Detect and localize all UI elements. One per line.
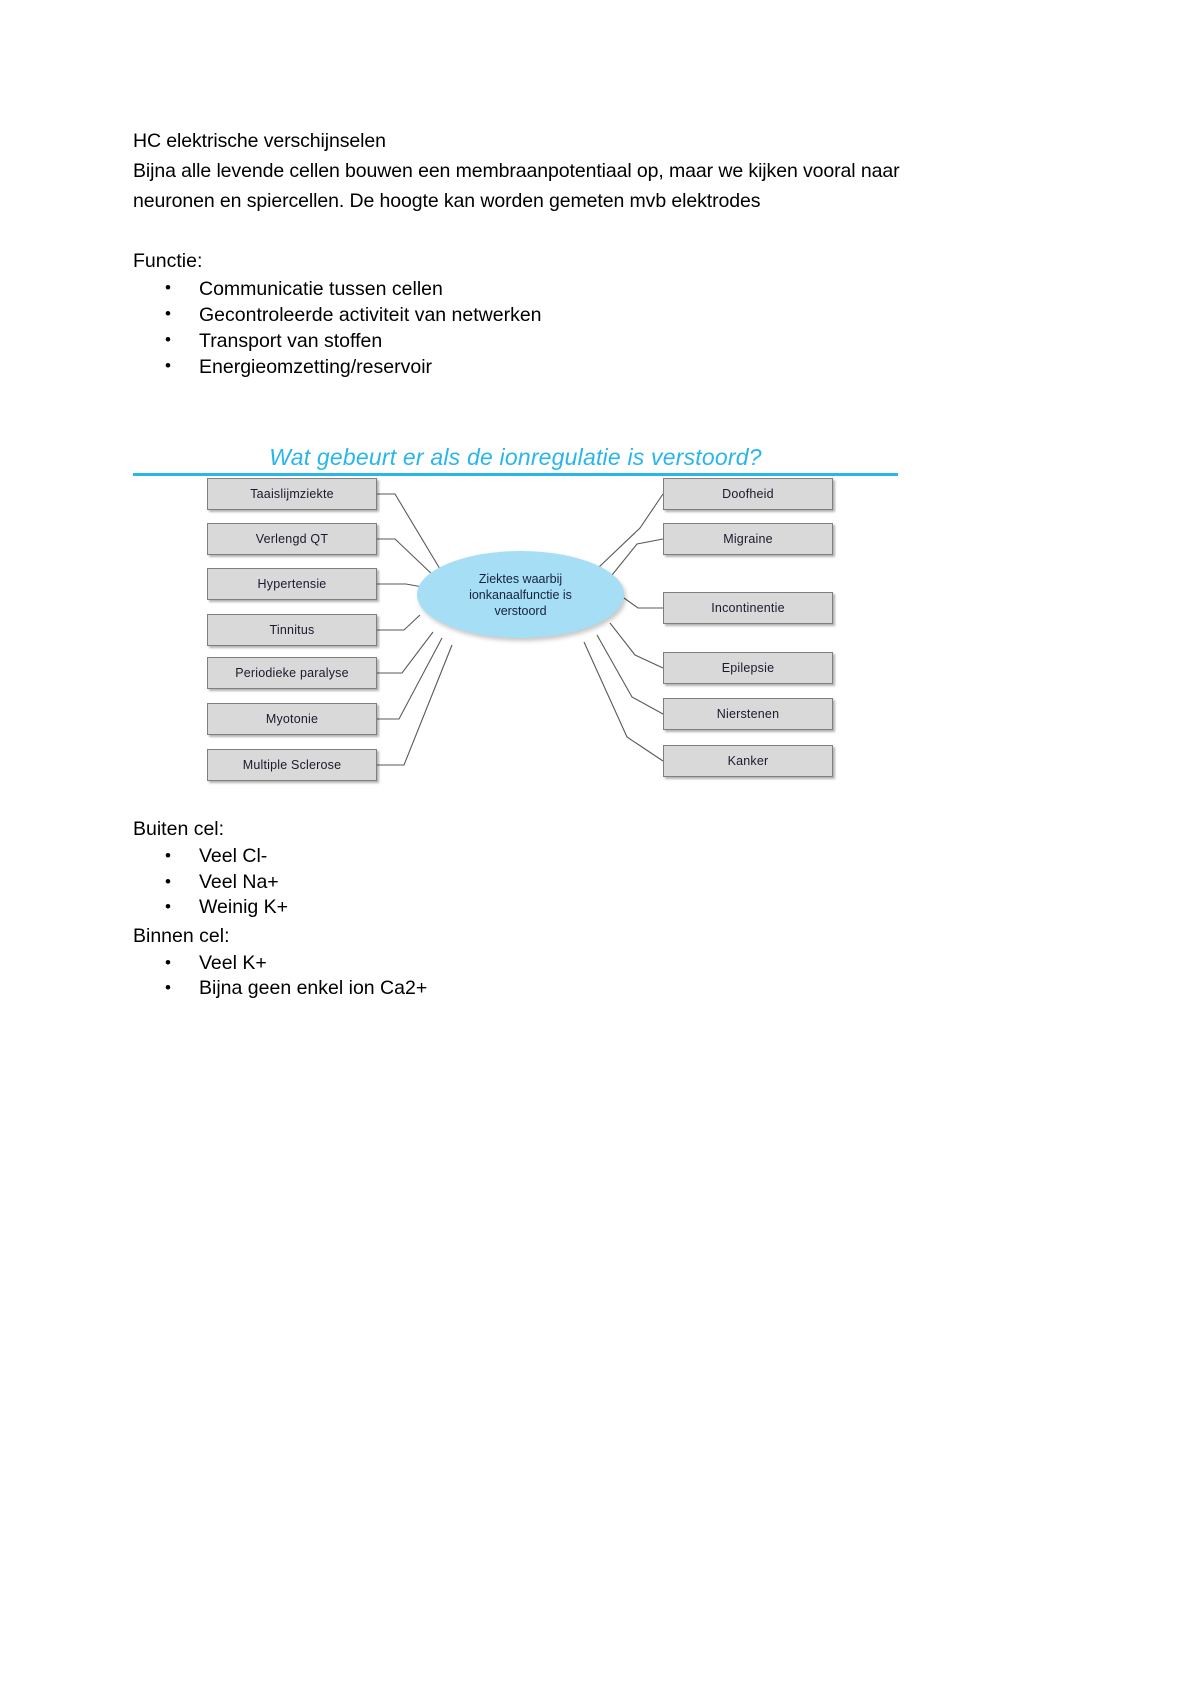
list-item: Transport van stoffen: [133, 327, 1073, 354]
node-periodieke-paralyse[interactable]: Periodieke paralyse: [207, 657, 377, 689]
list-item: Gecontroleerde activiteit van netwerken: [133, 301, 1073, 328]
functie-label: Functie:: [133, 250, 203, 272]
list-item: Veel Cl-: [133, 843, 833, 870]
node-verlengd-qt[interactable]: Verlengd QT: [207, 523, 377, 555]
list-item: Veel K+: [133, 950, 833, 977]
ion-distribution-lists: Buiten cel: Veel Cl- Veel Na+ Weinig K+ …: [133, 814, 833, 1002]
functie-list: Communicatie tussen cellen Gecontroleerd…: [133, 275, 1073, 380]
node-multiple-sclerose[interactable]: Multiple Sclerose: [207, 749, 377, 781]
node-epilepsie[interactable]: Epilepsie: [663, 652, 833, 684]
center-node-line-1: Ziektes waarbij: [478, 571, 563, 586]
node-incontinentie[interactable]: Incontinentie: [663, 592, 833, 624]
node-tinnitus[interactable]: Tinnitus: [207, 614, 377, 646]
node-taaislijmziekte[interactable]: Taaislijmziekte: [207, 478, 377, 510]
node-doofheid[interactable]: Doofheid: [663, 478, 833, 510]
center-node-line-2: ionkanaalfunctie is: [469, 587, 572, 602]
list-item: Bijna geen enkel ion Ca2+: [133, 975, 833, 1002]
buiten-cel-label: Buiten cel:: [133, 818, 225, 840]
intro-paragraph: Bijna alle levende cellen bouwen een mem…: [133, 160, 900, 212]
node-kanker[interactable]: Kanker: [663, 745, 833, 777]
center-node-line-3: verstoord: [494, 603, 547, 618]
node-migraine[interactable]: Migraine: [663, 523, 833, 555]
document-body: HC elektrische verschijnselen Bijna alle…: [133, 126, 1073, 380]
blue-heading-block: Wat gebeurt er als de ionregulatie is ve…: [133, 443, 898, 476]
node-myotonie[interactable]: Myotonie: [207, 703, 377, 735]
center-node-ziektes[interactable]: Ziektes waarbij ionkanaalfunctie is vers…: [417, 551, 624, 638]
list-item: Veel Na+: [133, 869, 833, 896]
ion-channel-mindmap: Taaislijmziekte Verlengd QT Hypertensie …: [190, 465, 855, 795]
page-title: HC elektrische verschijnselen: [133, 130, 386, 152]
node-hypertensie[interactable]: Hypertensie: [207, 568, 377, 600]
paragraph-spacer: [133, 216, 1073, 246]
binnen-cel-label: Binnen cel:: [133, 924, 230, 947]
buiten-cel-list: Veel Cl- Veel Na+ Weinig K+: [133, 843, 833, 921]
heading-underline-rule: [133, 473, 898, 476]
node-nierstenen[interactable]: Nierstenen: [663, 698, 833, 730]
list-item: Weinig K+: [133, 894, 833, 921]
list-item: Communicatie tussen cellen: [133, 275, 1073, 302]
binnen-cel-list: Veel K+ Bijna geen enkel ion Ca2+: [133, 950, 833, 1002]
list-item: Energieomzetting/reservoir: [133, 353, 1073, 380]
section-heading: Wat gebeurt er als de ionregulatie is ve…: [269, 444, 762, 470]
connector-lines: [377, 493, 664, 766]
